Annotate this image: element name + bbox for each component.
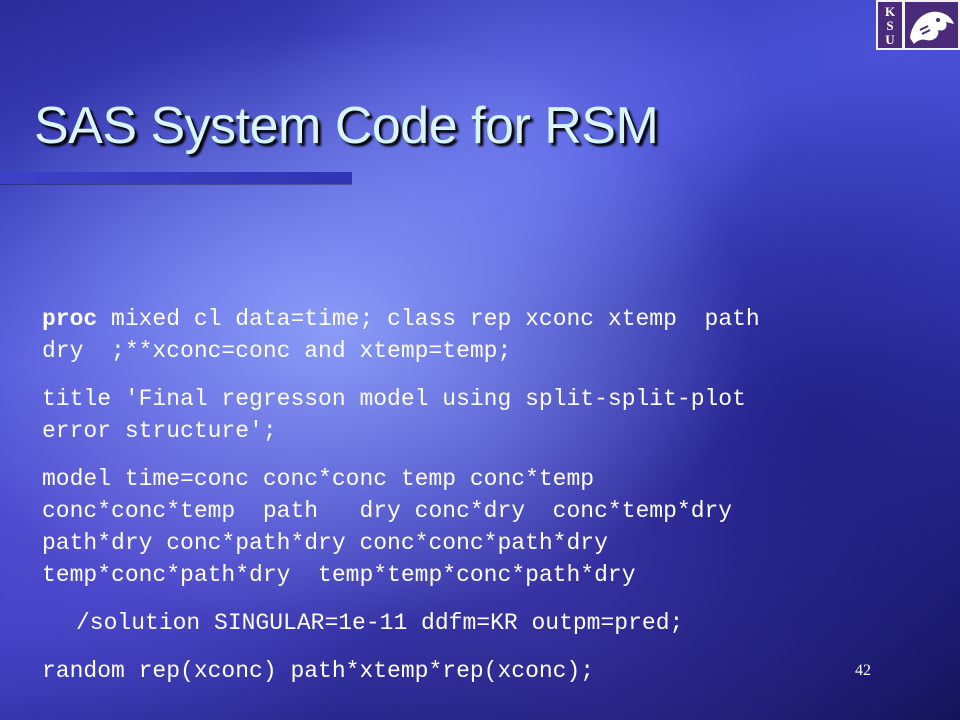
slide-title: SAS System Code for RSM	[34, 97, 659, 155]
code-paragraph-random: random rep(xconc) path*xtemp*rep(xconc);	[42, 655, 922, 687]
code-paragraph-solution: /solution SINGULAR=1e-11 ddfm=KR outpm=p…	[42, 607, 922, 639]
code-line: conc*conc*temp path dry conc*dry conc*te…	[42, 498, 733, 524]
code-line: random rep(xconc) path*xtemp*rep(xconc);	[42, 658, 595, 684]
title-underline-bar	[0, 172, 352, 184]
code-line: path*dry conc*path*dry conc*conc*path*dr…	[42, 530, 608, 556]
svg-text:U: U	[885, 32, 895, 47]
code-paragraph-title: title 'Final regresson model using split…	[42, 383, 922, 447]
code-line: model time=conc conc*conc temp conc*temp	[42, 466, 595, 492]
code-line: error structure';	[42, 418, 277, 444]
code-paragraph-proc: proc mixed cl data=time; class rep xconc…	[42, 303, 922, 367]
code-line: dry ;**xconc=conc and xtemp=temp;	[42, 338, 512, 364]
svg-text:S: S	[886, 18, 893, 33]
code-block: proc mixed cl data=time; class rep xconc…	[42, 303, 922, 703]
code-paragraph-model: model time=conc conc*conc temp conc*temp…	[42, 463, 922, 591]
page-number: 42	[855, 662, 871, 679]
code-keyword-proc: proc	[42, 306, 98, 332]
ksu-logo: K S U	[876, 0, 960, 50]
code-line: temp*conc*path*dry temp*temp*conc*path*d…	[42, 562, 636, 588]
svg-text:K: K	[885, 4, 896, 19]
code-line: mixed cl data=time; class rep xconc xtem…	[97, 306, 760, 332]
code-line: title 'Final regresson model using split…	[42, 386, 746, 412]
code-line: /solution SINGULAR=1e-11 ddfm=KR outpm=p…	[76, 610, 684, 636]
